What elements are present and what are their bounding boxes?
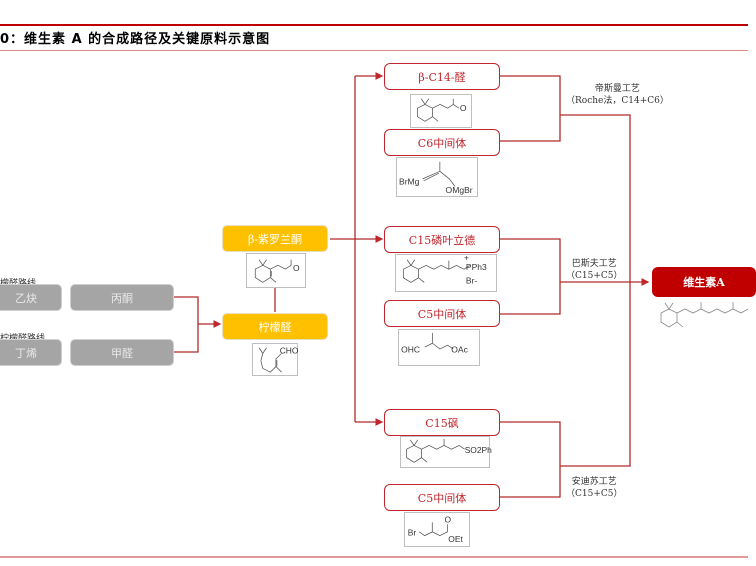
wire-c5b-merge	[500, 466, 561, 498]
wire-c15ylide-merge	[500, 238, 561, 282]
structure-c14-aldehyde: O	[410, 94, 472, 128]
wire-acetone	[174, 296, 222, 328]
structure-vitamin-a	[655, 300, 749, 332]
wire-c14-merge	[500, 75, 561, 115]
structure-c5b-o: O	[445, 514, 452, 524]
structure-c6-intermediate: BrMg OMgBr	[396, 157, 478, 197]
wire-c15sulfone-merge	[500, 421, 561, 466]
structure-sulfone-label: SO2Ph	[465, 445, 492, 455]
structure-c15-sulfone: SO2Ph	[400, 436, 492, 468]
node-citral: 柠檬醛	[222, 313, 328, 340]
structure-c5b-br: Br	[408, 528, 417, 538]
wire-roche-out	[560, 114, 631, 282]
structure-c5-basf: OHC OAc	[398, 329, 480, 366]
process-label-adisseo: 安迪苏工艺 （C15+C5）	[566, 477, 623, 499]
process-label-dsm: 帝斯曼工艺 （Roche法，C14+C6）	[566, 84, 669, 106]
structure-beta-ionone: O	[246, 253, 306, 288]
wire-formaldehyde	[174, 324, 199, 353]
structure-c5b-oet: OEt	[448, 534, 463, 544]
structure-citral: CHO	[252, 343, 299, 376]
structure-ylide-plus: +	[464, 253, 469, 263]
structure-citral-label: CHO	[280, 345, 299, 355]
figure-title: 0：维生素 A 的合成路径及关键原料示意图	[0, 32, 271, 47]
structure-c5-oac: OAc	[451, 345, 468, 355]
node-beta-ionone: β-紫罗兰酮	[222, 225, 328, 252]
node-beta-c14-aldehyde: β-C14-醛	[384, 63, 500, 90]
wire-adisseo-out	[560, 282, 631, 467]
structure-c6-label-b: OMgBr	[446, 185, 473, 195]
node-c6-intermediate: C6中间体	[384, 129, 500, 156]
input-acetylene: 乙炔	[0, 284, 62, 311]
structure-c15-ylide: + PPh3 Br-	[395, 253, 497, 292]
structure-beta-ionone-label: O	[293, 263, 300, 273]
node-c15-sulfone: C15砜	[384, 409, 500, 436]
input-formaldehyde: 甲醛	[70, 339, 174, 366]
header-rule	[0, 24, 748, 26]
structure-c5-adisseo: Br O OEt	[404, 512, 470, 547]
structure-ylide-br: Br-	[466, 275, 478, 285]
title-underline	[0, 50, 748, 51]
structure-c14-label: O	[460, 103, 467, 113]
node-vitamin-a: 维生素A	[652, 267, 756, 297]
node-c5-intermediate-basf: C5中间体	[384, 300, 500, 327]
wire-c6-merge	[500, 115, 561, 142]
structure-ylide-pph3: PPh3	[466, 262, 487, 272]
input-butene: 丁烯	[0, 339, 62, 366]
footer-rule	[0, 556, 748, 558]
node-c5-intermediate-adisseo: C5中间体	[384, 484, 500, 511]
structure-c6-label-a: BrMg	[399, 177, 420, 187]
node-c15-phosphonium-ylide: C15磷叶立德	[384, 226, 500, 253]
structure-c5-ohc: OHC	[401, 345, 420, 355]
process-label-basf: 巴斯夫工艺 （C15+C5）	[566, 259, 623, 281]
wire-c5a-merge	[500, 282, 561, 315]
input-acetone: 丙酮	[70, 284, 174, 311]
